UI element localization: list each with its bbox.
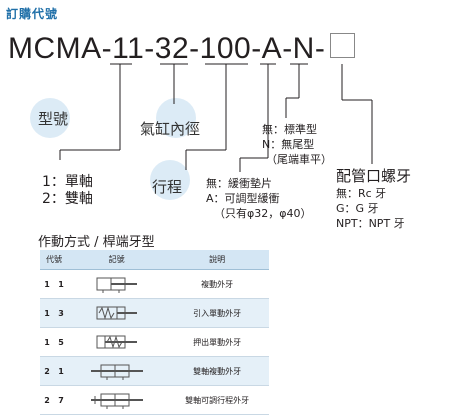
header-code: 代號 [40, 250, 68, 270]
row-description: 雙軸複動外牙 [165, 356, 269, 386]
header-title: 訂購代號 [6, 7, 59, 21]
row-description: 引入單動外牙 [165, 298, 269, 328]
single-acting-pull-symbol [68, 298, 166, 328]
row-code-1: 2 [40, 385, 54, 415]
row-code-2: 3 [54, 298, 68, 328]
stroke-bubble [150, 160, 190, 200]
row-code-2: 7 [54, 385, 68, 415]
table-header-row: 代號 記號 說明 [40, 250, 269, 270]
table-row: 1 1 複動外牙 [40, 269, 269, 299]
row-description: 押出單動外牙 [165, 327, 269, 357]
buffer-option-adjustable: A：可調型緩衝 [206, 192, 280, 205]
table-row: 2 1 雙軸複動外牙 [40, 356, 269, 386]
row-code-1: 1 [40, 298, 54, 328]
port-thread-npt: NPT：NPT 牙 [336, 217, 405, 230]
buffer-option-note: （只有φ32，φ40） [214, 207, 312, 220]
table-row: 1 3 引入單動外牙 [40, 298, 269, 328]
table-row: 2 7 雙軸可調行程外牙 [40, 385, 269, 415]
model-option-single: 1：單軸 [42, 174, 93, 190]
tail-option-no-tail: N：無尾型 [262, 138, 315, 151]
model-label: 型號 [38, 110, 69, 128]
model-bubble [30, 98, 70, 138]
buffer-option-pad: 無：緩衝墊片 [206, 177, 272, 190]
port-thread-g: G：G 牙 [336, 202, 379, 215]
row-code-2: 1 [54, 269, 68, 299]
row-code-1: 1 [40, 269, 54, 299]
port-thread-title: 配管口螺牙 [336, 167, 412, 185]
model-option-double: 2：雙軸 [42, 191, 93, 207]
row-code-2: 5 [54, 327, 68, 357]
header-symbol: 記號 [68, 250, 166, 270]
double-rod-symbol [68, 356, 166, 386]
header-description: 說明 [165, 250, 269, 270]
row-code-1: 1 [40, 327, 54, 357]
part-number-code: MCMA-11-32-100-A-N- [8, 32, 326, 65]
bore-bubble [156, 98, 196, 138]
action-section-title: 作動方式 / 桿端牙型 [38, 235, 155, 250]
action-table: 代號 記號 說明 1 1 複動外牙 1 3 引入單動外牙 1 5 押出單動外牙 … [40, 250, 269, 415]
row-code-2: 1 [54, 356, 68, 386]
row-description: 複動外牙 [165, 269, 269, 299]
single-acting-push-symbol [68, 327, 166, 357]
table-row: 1 5 押出單動外牙 [40, 327, 269, 357]
bore-label: 氣缸內徑 [140, 120, 201, 138]
double-acting-symbol [68, 269, 166, 299]
stroke-label: 行程 [152, 178, 183, 196]
double-rod-adjustable-symbol [68, 385, 166, 415]
row-code-1: 2 [40, 356, 54, 386]
row-description: 雙軸可調行程外牙 [165, 385, 269, 415]
tail-option-standard: 無：標準型 [262, 123, 317, 136]
port-thread-rc: 無：Rc 牙 [336, 187, 387, 200]
tail-option-note: （尾端車平） [266, 153, 332, 166]
port-code-blank-box [330, 33, 355, 58]
